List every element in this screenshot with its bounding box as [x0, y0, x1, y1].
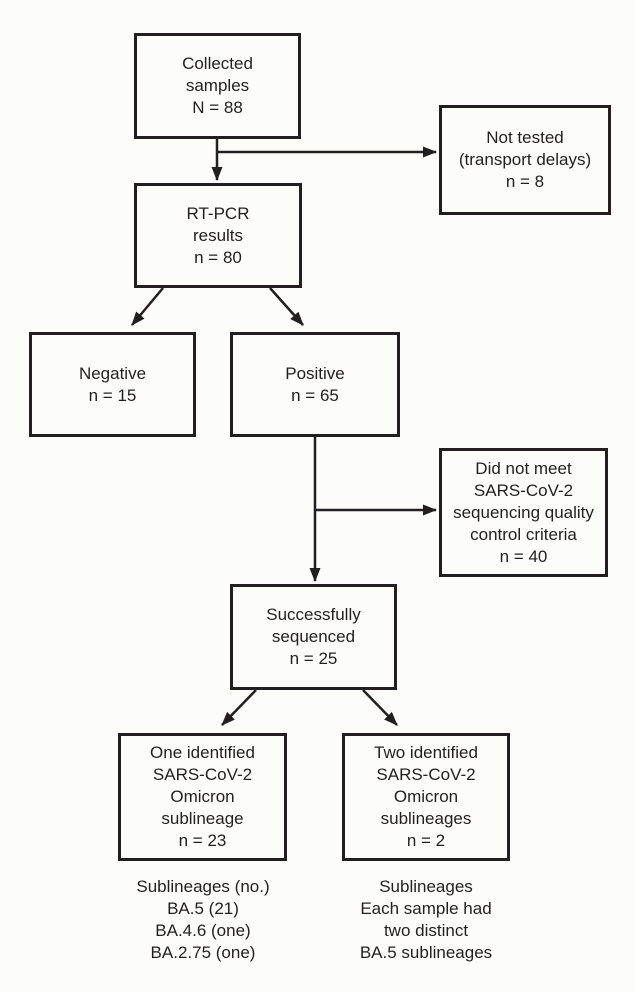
note-line: Sublineages (no.) [136, 877, 270, 896]
one-sublineage-box: One identified SARS-CoV-2 Omicron sublin… [118, 733, 287, 861]
box-line: One identified [150, 743, 255, 762]
note-line: Sublineages [379, 877, 473, 896]
box-line: Positive [285, 363, 345, 383]
note-line: BA.5 sublineages [359, 943, 493, 962]
note-line: two distinct [383, 921, 469, 940]
box-line: n = 25 [289, 649, 338, 668]
two-sublineages-box: Two identified SARS-CoV-2 Omicron sublin… [342, 733, 510, 861]
note-line: BA.5 (21) [167, 899, 239, 918]
arrow-sequenced-to-two-sublineages [362, 689, 398, 726]
box-line: Not tested [486, 128, 564, 147]
left-sublineage-note: Sublineages (no.) BA.5 (21) BA.4.6 (one)… [110, 876, 296, 964]
box-line: Did not meet [475, 458, 572, 478]
box-line: control criteria [470, 524, 577, 544]
box-line: SARS-CoV-2 [473, 480, 574, 500]
right-sublineage-note: Sublineages Each sample had two distinct… [330, 876, 522, 964]
box-line: sublineages [380, 809, 472, 828]
box-line: Two identified [374, 743, 478, 762]
box-line: sequenced [271, 627, 356, 646]
quality-fail-box: Did not meet SARS-CoV-2 sequencing quali… [439, 448, 608, 577]
box-line: results [192, 225, 244, 245]
rtpcr-results-box: RT-PCR results n = 80 [134, 183, 302, 288]
box-line: n = 23 [178, 831, 227, 850]
box-line: sublineage [161, 809, 244, 828]
box-line: Successfully [266, 605, 361, 624]
arrow-rtpcr-to-negative [131, 287, 164, 326]
box-line: N = 88 [192, 98, 243, 117]
note-line: BA.4.6 (one) [155, 921, 251, 940]
not-tested-box: Not tested (transport delays) n = 8 [439, 105, 611, 215]
arrow-sequenced-to-one-sublineage [221, 689, 257, 726]
box-line: n = 15 [88, 385, 137, 405]
successfully-sequenced-box: Successfully sequenced n = 25 [230, 584, 397, 690]
box-line: (transport delays) [458, 150, 592, 169]
box-line: Negative [78, 363, 147, 383]
collected-samples-box: Collected samples N = 88 [134, 33, 301, 139]
box-line: n = 65 [291, 385, 339, 405]
box-line: SARS-CoV-2 [376, 765, 476, 784]
box-line: n = 8 [505, 172, 545, 191]
box-line: n = 40 [499, 546, 548, 566]
box-line: Collected [182, 54, 253, 73]
note-line: Each sample had [360, 899, 492, 918]
box-line: samples [185, 76, 250, 95]
box-line: Omicron [170, 787, 235, 806]
positive-box: Positive n = 65 [230, 332, 400, 437]
box-line: SARS-CoV-2 [152, 765, 253, 784]
negative-box: Negative n = 15 [29, 332, 196, 437]
arrow-rtpcr-to-positive [269, 287, 304, 326]
box-line: Omicron [393, 787, 459, 806]
box-line: RT-PCR [186, 203, 250, 223]
box-line: n = 80 [194, 247, 242, 267]
box-line: sequencing quality [453, 502, 594, 522]
box-line: n = 2 [406, 831, 446, 850]
note-line: BA.2.75 (one) [150, 943, 256, 962]
